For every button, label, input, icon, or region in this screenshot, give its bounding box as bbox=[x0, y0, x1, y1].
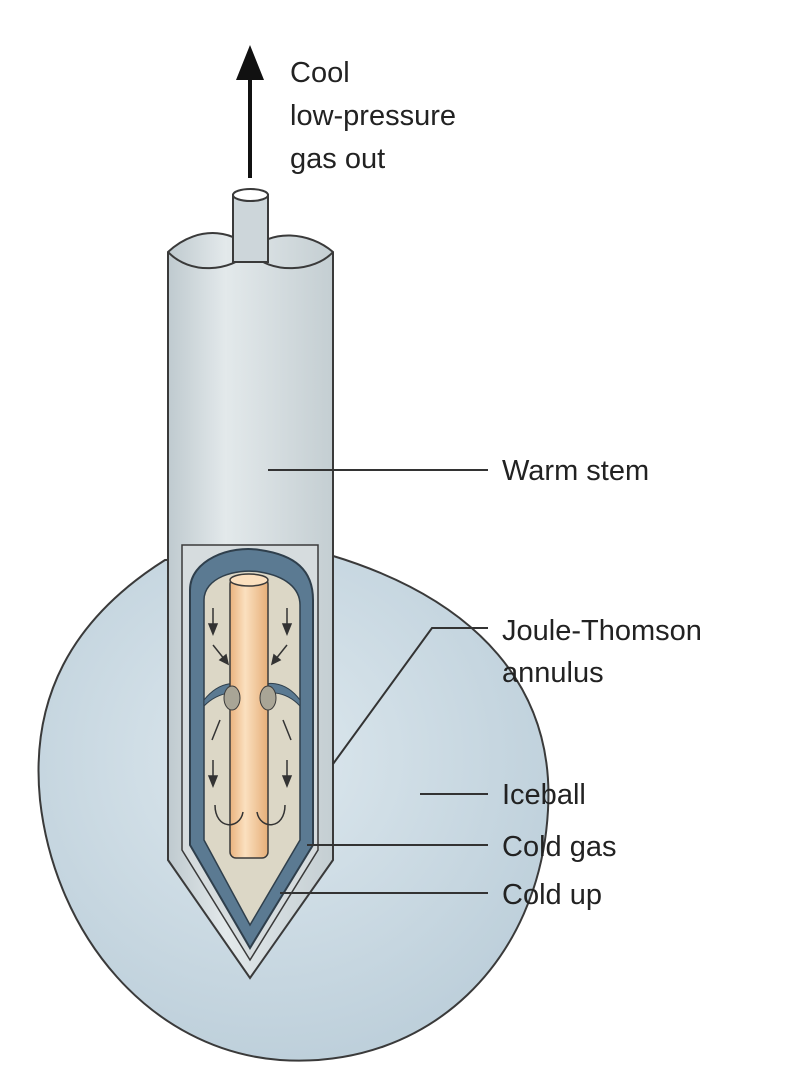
central-rod bbox=[229, 577, 269, 859]
gas-out-tube-opening bbox=[232, 188, 269, 202]
label-cold-gas: Cold gas bbox=[502, 831, 616, 863]
label-iceball: Iceball bbox=[502, 779, 586, 811]
label-jt-line1: Joule-Thomson bbox=[502, 615, 702, 647]
gas-out-arrow-head bbox=[236, 45, 264, 80]
gas-out-tube bbox=[232, 194, 269, 263]
leader-jt-annulus bbox=[332, 627, 488, 765]
central-rod-top bbox=[229, 573, 269, 587]
label-jt-line2: annulus bbox=[502, 657, 604, 689]
jt-nozzle-left bbox=[223, 685, 241, 711]
label-warm-stem: Warm stem bbox=[502, 455, 649, 487]
flow-arrows bbox=[207, 608, 293, 826]
label-cold-up: Cold up bbox=[502, 879, 602, 911]
jt-nozzle-right bbox=[259, 685, 277, 711]
label-gas-out-line1: Cool bbox=[290, 57, 350, 89]
label-gas-out-line2: low-pressure bbox=[290, 100, 456, 132]
label-gas-out-line3: gas out bbox=[290, 143, 385, 175]
